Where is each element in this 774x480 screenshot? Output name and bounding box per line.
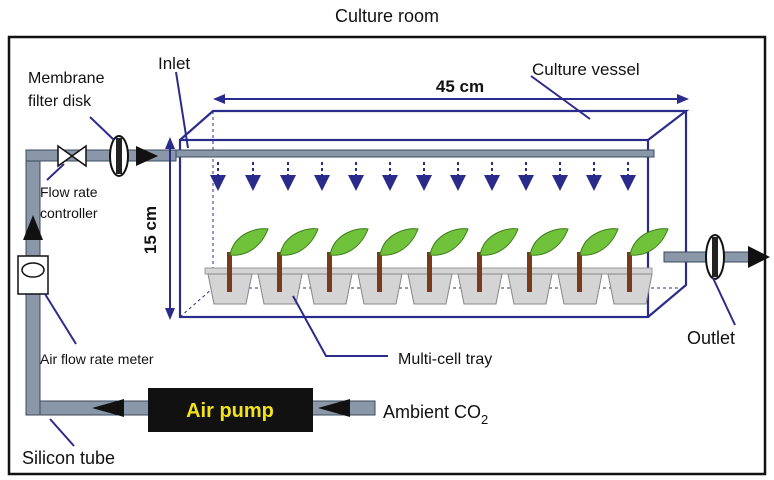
- tray-cell: [207, 228, 269, 305]
- tray-cell: [507, 228, 569, 305]
- leader-lines: [44, 71, 736, 447]
- inlet-label: Inlet: [158, 54, 190, 73]
- outlet-label: Outlet: [687, 328, 735, 348]
- pump-out-arrow-icon: [92, 399, 124, 417]
- width-dim-label: 45 cm: [436, 77, 484, 96]
- height-dimension: 15 cm: [141, 137, 175, 320]
- air-pump-label: Air pump: [186, 400, 274, 422]
- seedling-leaf-icon: [579, 228, 619, 256]
- outlet-arrow-icon: [748, 246, 770, 268]
- air-flow-meter-label: Air flow rate meter: [40, 351, 154, 367]
- seedling-stem: [377, 252, 382, 292]
- height-dim-label: 15 cm: [141, 206, 160, 254]
- seedling-leaf-icon: [429, 228, 469, 256]
- flow-controller-label-1: Flow rate: [40, 184, 98, 200]
- air-distribution-arrows: [210, 162, 636, 191]
- room-title: Culture room: [335, 6, 439, 26]
- seedling-leaf-icon: [529, 228, 569, 256]
- seedling-stem: [427, 252, 432, 292]
- seedling-stem: [477, 252, 482, 292]
- multi-cell-tray-label: Multi-cell tray: [398, 351, 492, 368]
- tray-cell: [257, 228, 319, 305]
- seedling-stem: [527, 252, 532, 292]
- seedling-stem: [277, 252, 282, 292]
- width-dimension: 45 cm: [213, 77, 689, 104]
- flow-arrows: [23, 146, 350, 417]
- flow-valve-icon: [57, 144, 87, 168]
- up-arrow-icon: [23, 215, 43, 240]
- membrane-filter-icon: [109, 135, 129, 177]
- seedling-leaf-icon: [279, 228, 319, 256]
- flow-controller-label-2: controller: [40, 205, 98, 221]
- seedling-stem: [227, 252, 232, 292]
- seedling-leaf-icon: [229, 228, 269, 256]
- culture-vessel-label: Culture vessel: [532, 60, 640, 79]
- seedling-stem: [327, 252, 332, 292]
- seedling-leaf-icon: [329, 228, 369, 256]
- seedling-stem: [577, 252, 582, 292]
- seedling-leaf-icon: [629, 228, 669, 256]
- tray-cell: [557, 228, 619, 305]
- tray-cell: [607, 228, 669, 305]
- air-flow-meter: [17, 255, 49, 295]
- outlet-assembly: [663, 234, 770, 280]
- membrane-label-2: filter disk: [28, 93, 92, 110]
- seedling-leaf-icon: [479, 228, 519, 256]
- tray-cell: [357, 228, 419, 305]
- right-arrow-icon: [136, 146, 158, 166]
- inlet-arrow-icon: [318, 399, 350, 417]
- tray-cell: [407, 228, 469, 305]
- membrane-label-1: Membrane: [28, 70, 105, 87]
- ambient-co2-label: Ambient CO2: [383, 402, 488, 427]
- tray-cell: [457, 228, 519, 305]
- multi-cell-tray: [204, 228, 669, 305]
- silicon-tube-label: Silicon tube: [22, 448, 115, 468]
- air-pump: Air pump: [148, 388, 313, 432]
- seedling-leaf-icon: [379, 228, 419, 256]
- tray-cell: [307, 228, 369, 305]
- seedling-stem: [627, 252, 632, 292]
- inlet-manifold: [175, 149, 655, 158]
